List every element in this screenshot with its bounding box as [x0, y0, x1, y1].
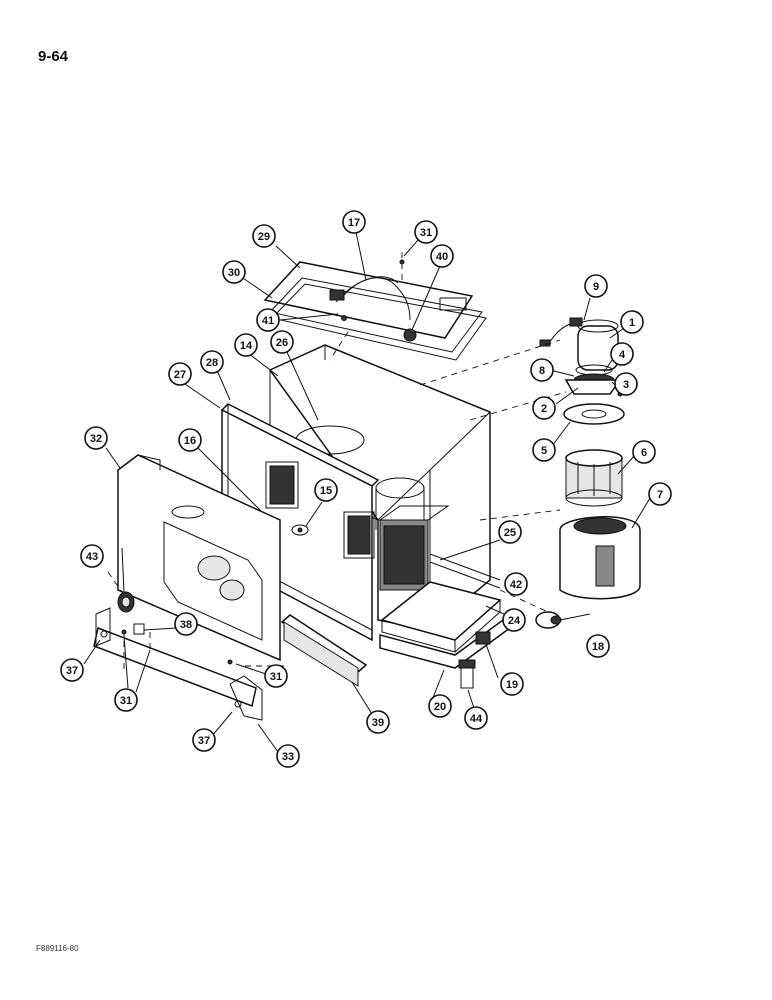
svg-text:6: 6 — [641, 447, 647, 459]
svg-text:15: 15 — [320, 485, 332, 497]
svg-text:32: 32 — [90, 433, 102, 445]
blower-scroll-housing — [559, 516, 641, 600]
svg-text:39: 39 — [372, 717, 384, 729]
face-panel — [117, 454, 281, 662]
figure-code: F889116-80 — [36, 944, 79, 953]
callout-7: 7 — [648, 482, 672, 506]
heater-core — [378, 505, 450, 591]
callout-31-top: 31 — [414, 220, 438, 244]
top-cover-plate — [263, 261, 487, 361]
svg-text:37: 37 — [198, 735, 210, 747]
callout-40: 40 — [430, 244, 454, 268]
svg-text:14: 14 — [240, 340, 253, 352]
svg-text:38: 38 — [180, 619, 192, 631]
divider-panel — [220, 403, 380, 642]
callout-38: 38 — [174, 612, 198, 636]
callout-20: 20 — [428, 694, 452, 718]
callout-19: 19 — [500, 672, 524, 696]
assembly-guide-lines — [107, 250, 567, 670]
callout-1: 1 — [620, 310, 644, 334]
callout-39: 39 — [366, 710, 390, 734]
svg-text:37: 37 — [66, 665, 78, 677]
blower-wheel — [565, 449, 623, 507]
svg-text:5: 5 — [541, 445, 547, 457]
svg-text:31: 31 — [420, 227, 432, 239]
callout-3: 3 — [614, 372, 638, 396]
page-number: 9-64 — [38, 48, 69, 65]
svg-text:9: 9 — [593, 281, 599, 293]
callout-31-bracket: 31 — [114, 688, 138, 712]
svg-text:27: 27 — [174, 369, 186, 381]
callout-27: 27 — [168, 362, 192, 386]
callout-32: 32 — [84, 426, 108, 450]
svg-text:30: 30 — [228, 267, 240, 279]
callout-18: 18 — [586, 634, 610, 658]
mounting-bracket — [93, 607, 263, 721]
callout-43: 43 — [80, 544, 104, 568]
callout-44: 44 — [464, 706, 488, 730]
svg-text:43: 43 — [86, 551, 98, 563]
callout-14: 14 — [234, 333, 258, 357]
callout-26: 26 — [270, 330, 294, 354]
callout-17: 17 — [342, 210, 366, 234]
callout-6: 6 — [632, 440, 656, 464]
callout-15: 15 — [314, 478, 338, 502]
drain-tray — [380, 581, 502, 653]
drain-hose — [475, 631, 491, 645]
callout-16: 16 — [178, 428, 202, 452]
callout-9: 9 — [584, 274, 608, 298]
callout-5: 5 — [532, 438, 556, 462]
svg-text:33: 33 — [282, 751, 294, 763]
svg-text:31: 31 — [270, 671, 282, 683]
svg-text:19: 19 — [506, 679, 518, 691]
svg-text:2: 2 — [541, 403, 547, 415]
callout-25: 25 — [498, 520, 522, 544]
svg-text:44: 44 — [470, 713, 483, 725]
louver-knob — [117, 591, 135, 613]
drain-valve — [458, 659, 476, 689]
callout-31-lower: 31 — [264, 664, 288, 688]
inlet-ring — [563, 403, 625, 425]
svg-text:4: 4 — [619, 349, 626, 361]
callout-28: 28 — [200, 350, 224, 374]
svg-text:20: 20 — [434, 701, 446, 713]
leader-lines — [83, 231, 651, 753]
motor-lead-connector — [569, 317, 583, 327]
callout-29: 29 — [252, 224, 276, 248]
svg-text:26: 26 — [276, 337, 288, 349]
svg-text:16: 16 — [184, 435, 196, 447]
svg-text:8: 8 — [539, 365, 545, 377]
svg-text:17: 17 — [348, 217, 360, 229]
svg-text:41: 41 — [262, 315, 274, 327]
svg-text:40: 40 — [436, 251, 448, 263]
svg-text:24: 24 — [508, 615, 521, 627]
svg-text:28: 28 — [206, 357, 218, 369]
callout-37-left: 37 — [60, 658, 84, 682]
svg-text:42: 42 — [510, 579, 522, 591]
callout-24: 24 — [502, 608, 526, 632]
callout-4: 4 — [610, 342, 634, 366]
heater-pipe — [429, 553, 501, 589]
callout-41: 41 — [256, 308, 280, 332]
callout-37-right: 37 — [192, 728, 216, 752]
callout-8: 8 — [530, 358, 554, 382]
grommet — [403, 328, 417, 342]
svg-text:31: 31 — [120, 695, 132, 707]
callout-30: 30 — [222, 260, 246, 284]
fan-mount-bracket — [564, 373, 622, 395]
svg-text:25: 25 — [504, 527, 516, 539]
callout-42: 42 — [504, 572, 528, 596]
svg-text:1: 1 — [629, 317, 635, 329]
svg-text:18: 18 — [592, 641, 604, 653]
callout-33: 33 — [276, 744, 300, 768]
trim-strip — [280, 614, 368, 687]
svg-text:29: 29 — [258, 231, 270, 243]
hose-fitting — [535, 611, 562, 629]
callout-2: 2 — [532, 396, 556, 420]
svg-text:3: 3 — [623, 379, 629, 391]
svg-text:7: 7 — [657, 489, 663, 501]
